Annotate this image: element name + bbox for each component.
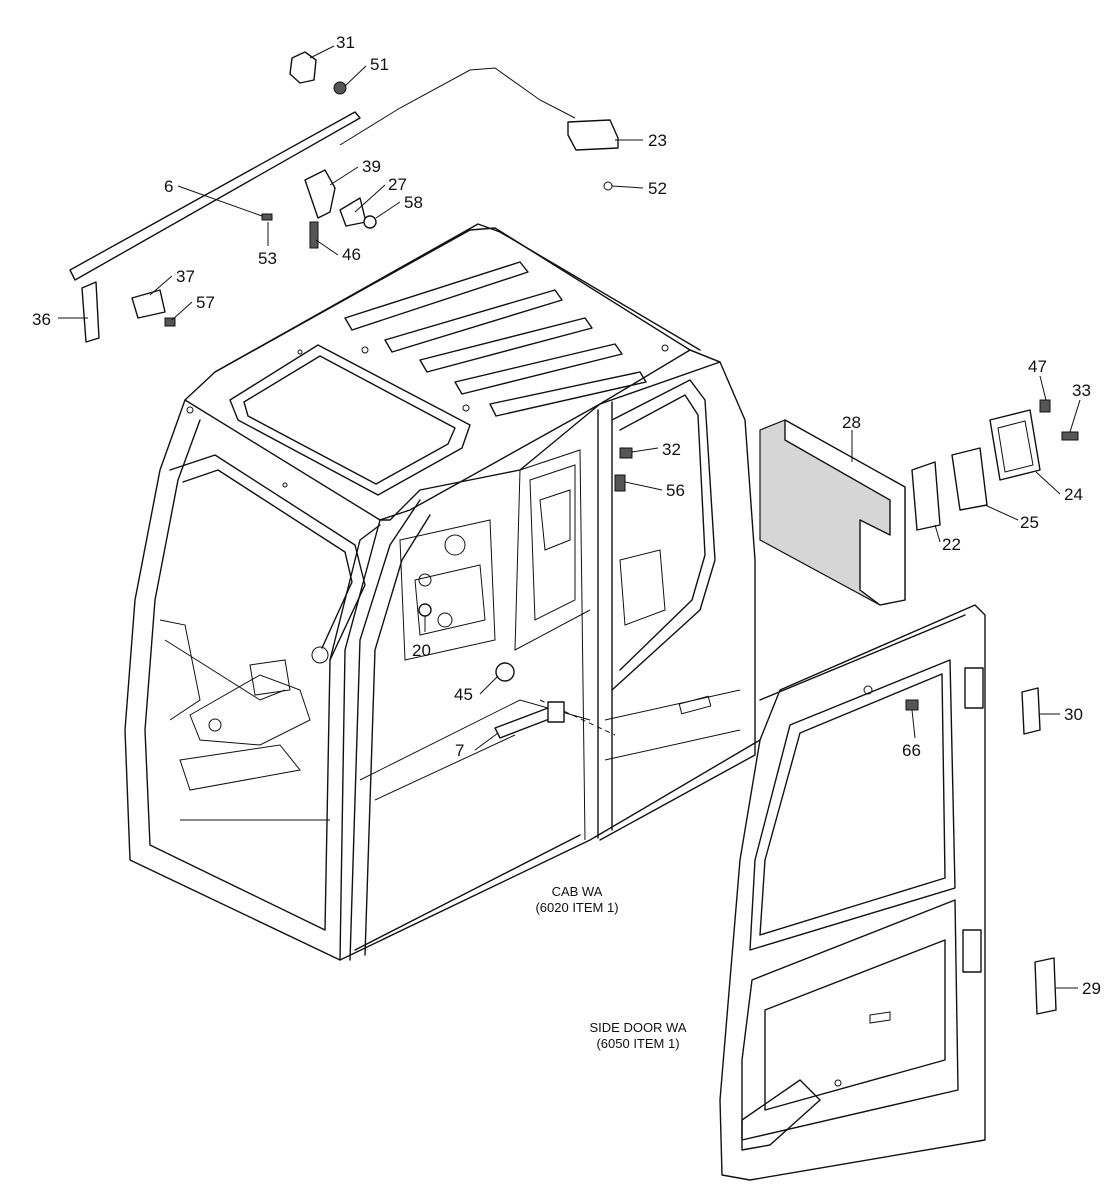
- part-number-29: 29: [1082, 979, 1101, 998]
- cab-assembly: [124, 223, 761, 961]
- part-number-7: 7: [455, 741, 464, 760]
- part-number-28: 28: [842, 413, 861, 432]
- filter-24: [989, 409, 1041, 481]
- part-number-51: 51: [370, 55, 389, 74]
- washer-45: [495, 662, 515, 682]
- part-number-33: 33: [1072, 381, 1091, 400]
- part-number-39: 39: [362, 157, 381, 176]
- part-numbers: 31 51 23 52 6 39 27 58 53 46 37 57 36 47…: [32, 33, 1101, 998]
- screw-66: [905, 699, 919, 711]
- part-number-46: 46: [342, 245, 361, 264]
- part-number-58: 58: [404, 193, 423, 212]
- lever-36: [81, 281, 100, 343]
- bolt-46: [309, 221, 319, 249]
- part-number-53: 53: [258, 249, 277, 268]
- cab-caption-line2: (6020 ITEM 1): [535, 900, 618, 915]
- part-number-47: 47: [1028, 357, 1047, 376]
- part-number-56: 56: [666, 481, 685, 500]
- cab-caption-line1: CAB WA: [552, 884, 603, 899]
- part-number-66: 66: [902, 741, 921, 760]
- clip-20: [418, 603, 432, 617]
- handle-7: [494, 707, 553, 739]
- knob-33: [1061, 431, 1079, 441]
- part-number-36: 36: [32, 310, 51, 329]
- screw-47: [1039, 399, 1051, 413]
- gasket-22: [911, 461, 941, 531]
- part-number-45: 45: [454, 685, 473, 704]
- part-number-31: 31: [336, 33, 355, 52]
- clip-32: [619, 447, 633, 459]
- switch-box: [567, 119, 619, 151]
- door-hinge-upper: [964, 667, 984, 709]
- part-number-25: 25: [1020, 513, 1039, 532]
- bracket-27: [339, 197, 367, 227]
- bolt-51: [333, 81, 347, 95]
- assembly-captions: CAB WA (6020 ITEM 1) SIDE DOOR WA (6050 …: [535, 884, 686, 1051]
- seal-strip: [69, 111, 361, 281]
- door-caption-line2: (6050 ITEM 1): [596, 1036, 679, 1051]
- part-number-20: 20: [412, 641, 431, 660]
- part-number-24: 24: [1064, 485, 1083, 504]
- nut-58: [363, 215, 377, 229]
- door-caption-line1: SIDE DOOR WA: [589, 1020, 686, 1035]
- cable-wire: [339, 67, 576, 146]
- screw-53: [261, 213, 273, 221]
- pad-29: [1034, 957, 1057, 1015]
- pad-30: [1021, 687, 1041, 735]
- screw-57: [164, 317, 176, 327]
- bracket-39: [304, 169, 336, 219]
- gasket-25: [951, 447, 988, 511]
- side-door-assembly: [719, 604, 986, 1181]
- part-number-6: 6: [164, 177, 173, 196]
- part-number-27: 27: [388, 175, 407, 194]
- part-number-23: 23: [648, 131, 667, 150]
- clip-31: [289, 51, 317, 84]
- part-number-57: 57: [196, 293, 215, 312]
- bracket-37: [131, 289, 166, 319]
- leader-lines: [58, 45, 1081, 989]
- part-number-37: 37: [176, 267, 195, 286]
- part-number-52: 52: [648, 179, 667, 198]
- part-number-22: 22: [942, 535, 961, 554]
- part-number-32: 32: [662, 440, 681, 459]
- handle-bracket: [547, 701, 565, 723]
- door-hinge-lower: [962, 929, 982, 973]
- part-number-30: 30: [1064, 705, 1083, 724]
- screw-56: [614, 474, 626, 492]
